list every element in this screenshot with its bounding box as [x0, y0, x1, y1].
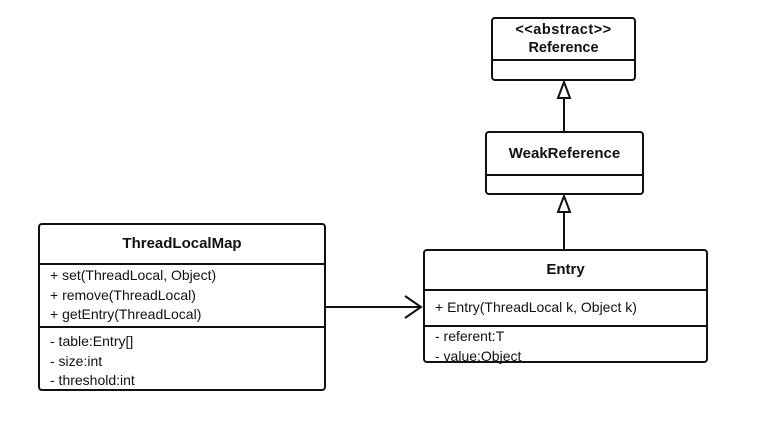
field-threshold: - threshold:int [50, 372, 135, 388]
class-entry-name: Entry [546, 261, 585, 278]
class-threadlocalmap-methods: + set(ThreadLocal, Object) + remove(Thre… [40, 263, 324, 326]
class-entry-methods: + Entry(ThreadLocal k, Object k) [425, 289, 706, 325]
class-reference-header: <<abstract>> Reference [493, 19, 634, 59]
class-threadlocalmap-fields: - table:Entry[] - size:int - threshold:i… [40, 326, 324, 391]
class-reference-name: Reference [528, 40, 599, 56]
class-weakreference: WeakReference [485, 131, 644, 195]
inheritance-weakreference-to-reference [556, 79, 572, 131]
method-remove: + remove(ThreadLocal) [50, 286, 196, 303]
class-threadlocalmap: ThreadLocalMap + set(ThreadLocal, Object… [38, 223, 326, 391]
class-reference: <<abstract>> Reference [491, 17, 636, 81]
class-reference-body [493, 59, 634, 61]
field-size: - size:int [50, 352, 103, 369]
inheritance-entry-to-weakreference [556, 193, 572, 249]
class-entry-fields: - referent:T - value:Object [425, 325, 706, 366]
field-table: - table:Entry[] [50, 333, 134, 349]
field-referent: - referent:T [435, 328, 505, 344]
method-entry-constructor: + Entry(ThreadLocal k, Object k) [435, 299, 637, 315]
association-threadlocalmap-to-entry [326, 295, 423, 319]
class-entry: Entry + Entry(ThreadLocal k, Object k) -… [423, 249, 708, 366]
method-set: + set(ThreadLocal, Object) [50, 267, 217, 283]
class-weakreference-name: WeakReference [508, 145, 621, 162]
class-weakreference-body [487, 174, 642, 176]
field-value: - value:Object [435, 347, 522, 364]
class-threadlocalmap-name: ThreadLocalMap [122, 235, 242, 252]
class-reference-stereotype: <<abstract>> [515, 22, 612, 38]
method-getentry: + getEntry(ThreadLocal) [50, 306, 202, 322]
